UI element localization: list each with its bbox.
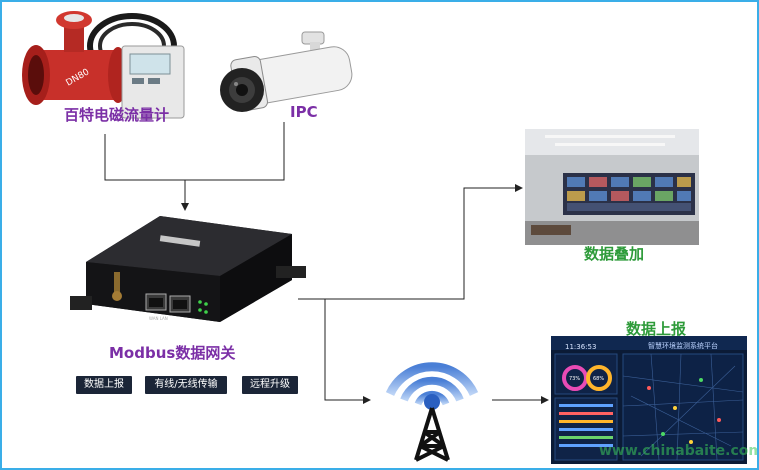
gateway-panel-text: WAN LAN [149,316,168,321]
line-ipc-to-junction [185,122,285,181]
flowmeter-image: DN80 [22,11,185,119]
line-flowmeter-to-junction [104,134,185,181]
label-ipc: IPC [290,103,318,121]
gateway-device-image: WAN LAN [70,216,306,322]
arrow-to-tower [324,299,371,404]
feature-badge-report: 数据上报 [76,376,132,394]
watermark: www.chinabaite.com [599,443,759,459]
feature-badge-transmission: 有线/无线传输 [145,376,227,394]
gauge-2-value: 68% [593,376,604,382]
label-gateway: Modbus数据网关 [109,344,236,362]
label-flowmeter: 百特电磁流量计 [64,106,170,124]
label-data-overlay: 数据叠加 [584,245,645,263]
dashboard-title: 智慧环境监测系统平台 [648,342,718,350]
gauge-1-value: 73% [569,376,580,382]
signal-tower-icon [385,362,479,462]
label-data-report: 数据上报 [626,320,687,338]
arrow-to-overlay [298,184,523,300]
dashboard-time: 11:36:53 [565,343,597,351]
ipc-camera-image [220,31,353,112]
dashboard-image: 73% 68% [551,336,747,464]
feature-badge-upgrade: 远程升级 [242,376,298,394]
monitoring-room-image [525,129,699,245]
